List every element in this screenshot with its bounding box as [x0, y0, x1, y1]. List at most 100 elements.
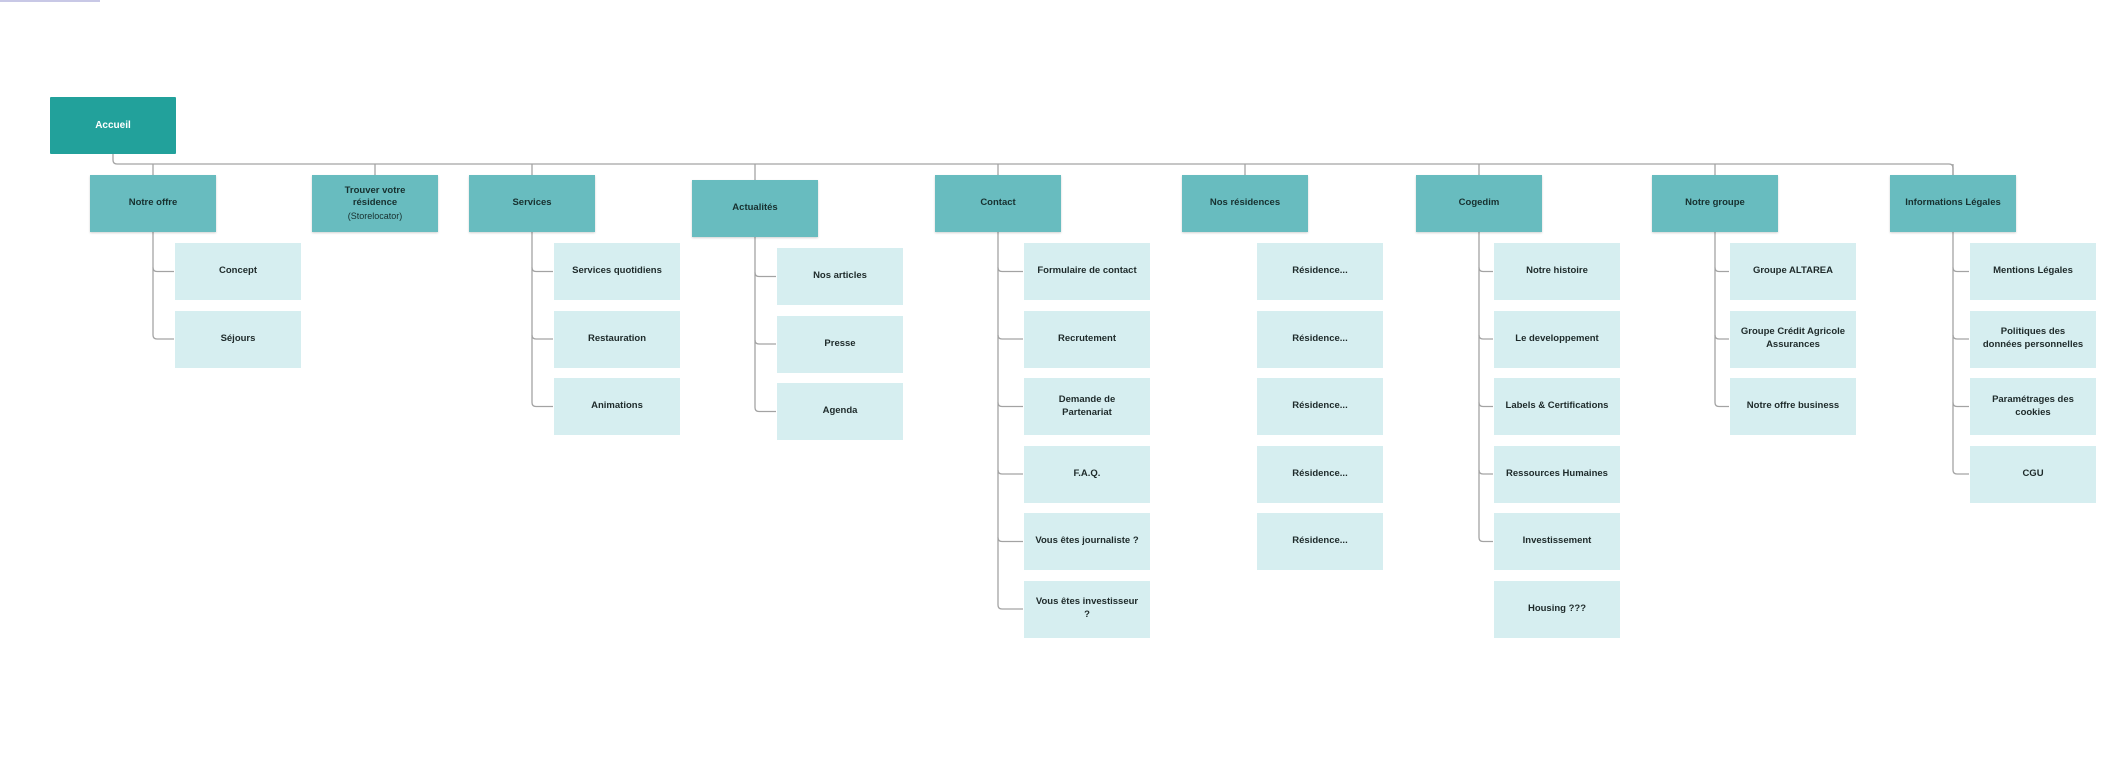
connector-line	[754, 272, 776, 278]
section-node-services-label: Services	[512, 197, 552, 209]
child-node-nos-residences-1[interactable]: Résidence...	[1257, 243, 1383, 300]
child-node-informations-legales-3[interactable]: Paramétrages des cookies	[1970, 378, 2096, 435]
child-node-contact-3-label: Demande de Partenariat	[1058, 393, 1116, 418]
section-node-contact-label: Contact	[980, 197, 1016, 209]
child-node-nos-residences-3-label: Résidence...	[1292, 400, 1348, 412]
child-node-actualites-3-label: Agenda	[822, 405, 858, 417]
child-node-contact-6[interactable]: Vous êtes investisseur ?	[1024, 580, 1150, 638]
section-node-trouver-residence-label: Trouver votre résidence	[344, 184, 406, 209]
child-node-nos-residences-3[interactable]: Résidence...	[1257, 378, 1383, 435]
child-node-cogedim-3[interactable]: Labels & Certifications	[1494, 378, 1620, 435]
child-node-cogedim-4[interactable]: Ressources Humaines	[1494, 445, 1620, 503]
section-node-notre-groupe[interactable]: Notre groupe	[1652, 175, 1778, 232]
child-node-contact-1[interactable]: Formulaire de contact	[1024, 243, 1150, 300]
child-node-contact-2[interactable]: Recrutement	[1024, 310, 1150, 368]
child-node-notre-offre-2-label: Séjours	[220, 332, 256, 344]
connector-line	[1478, 469, 1493, 475]
section-node-notre-groupe-label: Notre groupe	[1685, 197, 1745, 209]
section-node-informations-legales[interactable]: Informations Légales	[1890, 175, 2016, 232]
root-node-accueil[interactable]: Accueil	[50, 97, 176, 154]
child-node-notre-groupe-2-label: Groupe Crédit Agricole Assurances	[1740, 326, 1846, 350]
child-node-actualites-2[interactable]: Presse	[777, 315, 903, 373]
child-node-contact-5[interactable]: Vous êtes journaliste ?	[1024, 513, 1150, 570]
child-node-informations-legales-2-label: Politiques des données personnelles	[1982, 326, 2084, 350]
connector-line	[997, 604, 1023, 610]
child-node-notre-offre-2[interactable]: Séjours	[175, 310, 301, 368]
child-node-services-2[interactable]: Restauration	[554, 310, 680, 368]
child-node-cogedim-3-label: Labels & Certifications	[1505, 400, 1609, 412]
child-node-notre-offre-1[interactable]: Concept	[175, 243, 301, 300]
child-node-informations-legales-2[interactable]: Politiques des données personnelles	[1970, 310, 2096, 368]
child-node-notre-groupe-1[interactable]: Groupe ALTAREA	[1730, 243, 1856, 300]
section-node-services[interactable]: Services	[469, 175, 595, 232]
section-node-actualites-label: Actualités	[732, 202, 778, 214]
section-node-cogedim[interactable]: Cogedim	[1416, 175, 1542, 232]
connector-line	[152, 267, 174, 273]
child-node-cogedim-5[interactable]: Investissement	[1494, 513, 1620, 570]
child-node-notre-offre-1-label: Concept	[219, 265, 257, 277]
child-node-notre-groupe-3-label: Notre offre business	[1746, 400, 1840, 412]
child-node-informations-legales-1[interactable]: Mentions Légales	[1970, 243, 2096, 300]
child-node-informations-legales-1-label: Mentions Légales	[1993, 265, 2073, 277]
connector-line	[754, 339, 776, 345]
child-node-informations-legales-4-label: CGU	[2022, 467, 2044, 479]
child-node-services-3[interactable]: Animations	[554, 378, 680, 435]
child-node-services-3-label: Animations	[591, 400, 643, 412]
section-node-trouver-residence-sublabel: (Storelocator)	[347, 211, 403, 222]
connector-line	[754, 407, 776, 413]
child-node-notre-groupe-3[interactable]: Notre offre business	[1730, 378, 1856, 435]
child-node-contact-4-label: F.A.Q.	[1073, 467, 1101, 479]
root-node-accueil-label: Accueil	[95, 119, 131, 131]
child-node-contact-3[interactable]: Demande de Partenariat	[1024, 378, 1150, 435]
child-node-actualites-1[interactable]: Nos articles	[777, 248, 903, 305]
section-node-actualites[interactable]: Actualités	[692, 180, 818, 237]
section-node-trouver-residence[interactable]: Trouver votre résidence (Storelocator)	[312, 175, 438, 232]
child-node-cogedim-1[interactable]: Notre histoire	[1494, 243, 1620, 300]
connector-line	[1478, 402, 1493, 408]
child-node-nos-residences-5-label: Résidence...	[1292, 535, 1348, 547]
connector-line	[152, 334, 174, 340]
child-node-informations-legales-4[interactable]: CGU	[1970, 445, 2096, 503]
section-node-nos-residences[interactable]: Nos résidences	[1182, 175, 1308, 232]
section-node-nos-residences-label: Nos résidences	[1209, 197, 1281, 209]
child-node-nos-residences-5[interactable]: Résidence...	[1257, 513, 1383, 570]
child-node-actualites-3[interactable]: Agenda	[777, 383, 903, 440]
child-node-cogedim-5-label: Investissement	[1522, 535, 1592, 547]
top-rule-divider	[0, 0, 100, 2]
connector-line	[112, 154, 1954, 175]
child-node-notre-groupe-2[interactable]: Groupe Crédit Agricole Assurances	[1730, 310, 1856, 368]
child-node-informations-legales-3-label: Paramétrages des cookies	[1992, 393, 2074, 418]
child-node-contact-6-label: Vous êtes investisseur ?	[1035, 596, 1139, 620]
child-node-contact-5-label: Vous êtes journaliste ?	[1035, 535, 1139, 547]
child-node-contact-4[interactable]: F.A.Q.	[1024, 445, 1150, 503]
connector-line	[531, 267, 553, 273]
child-node-cogedim-2-label: Le developpement	[1515, 332, 1599, 344]
child-node-cogedim-1-label: Notre histoire	[1526, 265, 1588, 277]
child-node-cogedim-6[interactable]: Housing ???	[1494, 580, 1620, 638]
section-node-cogedim-label: Cogedim	[1458, 197, 1500, 209]
child-node-nos-residences-2[interactable]: Résidence...	[1257, 310, 1383, 368]
child-node-nos-residences-4[interactable]: Résidence...	[1257, 445, 1383, 503]
connector-line	[531, 402, 553, 408]
child-node-cogedim-4-label: Ressources Humaines	[1506, 467, 1608, 479]
child-node-cogedim-6-label: Housing ???	[1527, 602, 1587, 614]
section-node-notre-offre[interactable]: Notre offre	[90, 175, 216, 232]
child-node-nos-residences-2-label: Résidence...	[1292, 332, 1348, 344]
child-node-actualites-2-label: Presse	[824, 337, 856, 349]
connector-line	[997, 334, 1023, 340]
child-node-actualites-1-label: Nos articles	[813, 270, 867, 282]
connector-line	[1952, 469, 1969, 475]
connector-line	[531, 334, 553, 340]
connector-line	[997, 537, 1023, 543]
child-node-cogedim-2[interactable]: Le developpement	[1494, 310, 1620, 368]
connector-line	[1952, 402, 1969, 408]
connector-line	[1714, 334, 1729, 340]
section-node-contact[interactable]: Contact	[935, 175, 1061, 232]
connector-line	[997, 267, 1023, 273]
child-node-notre-groupe-1-label: Groupe ALTAREA	[1752, 265, 1834, 277]
child-node-contact-1-label: Formulaire de contact	[1037, 265, 1137, 277]
connector-line	[997, 469, 1023, 475]
child-node-services-1[interactable]: Services quotidiens	[554, 243, 680, 300]
section-node-notre-offre-label: Notre offre	[128, 197, 178, 209]
